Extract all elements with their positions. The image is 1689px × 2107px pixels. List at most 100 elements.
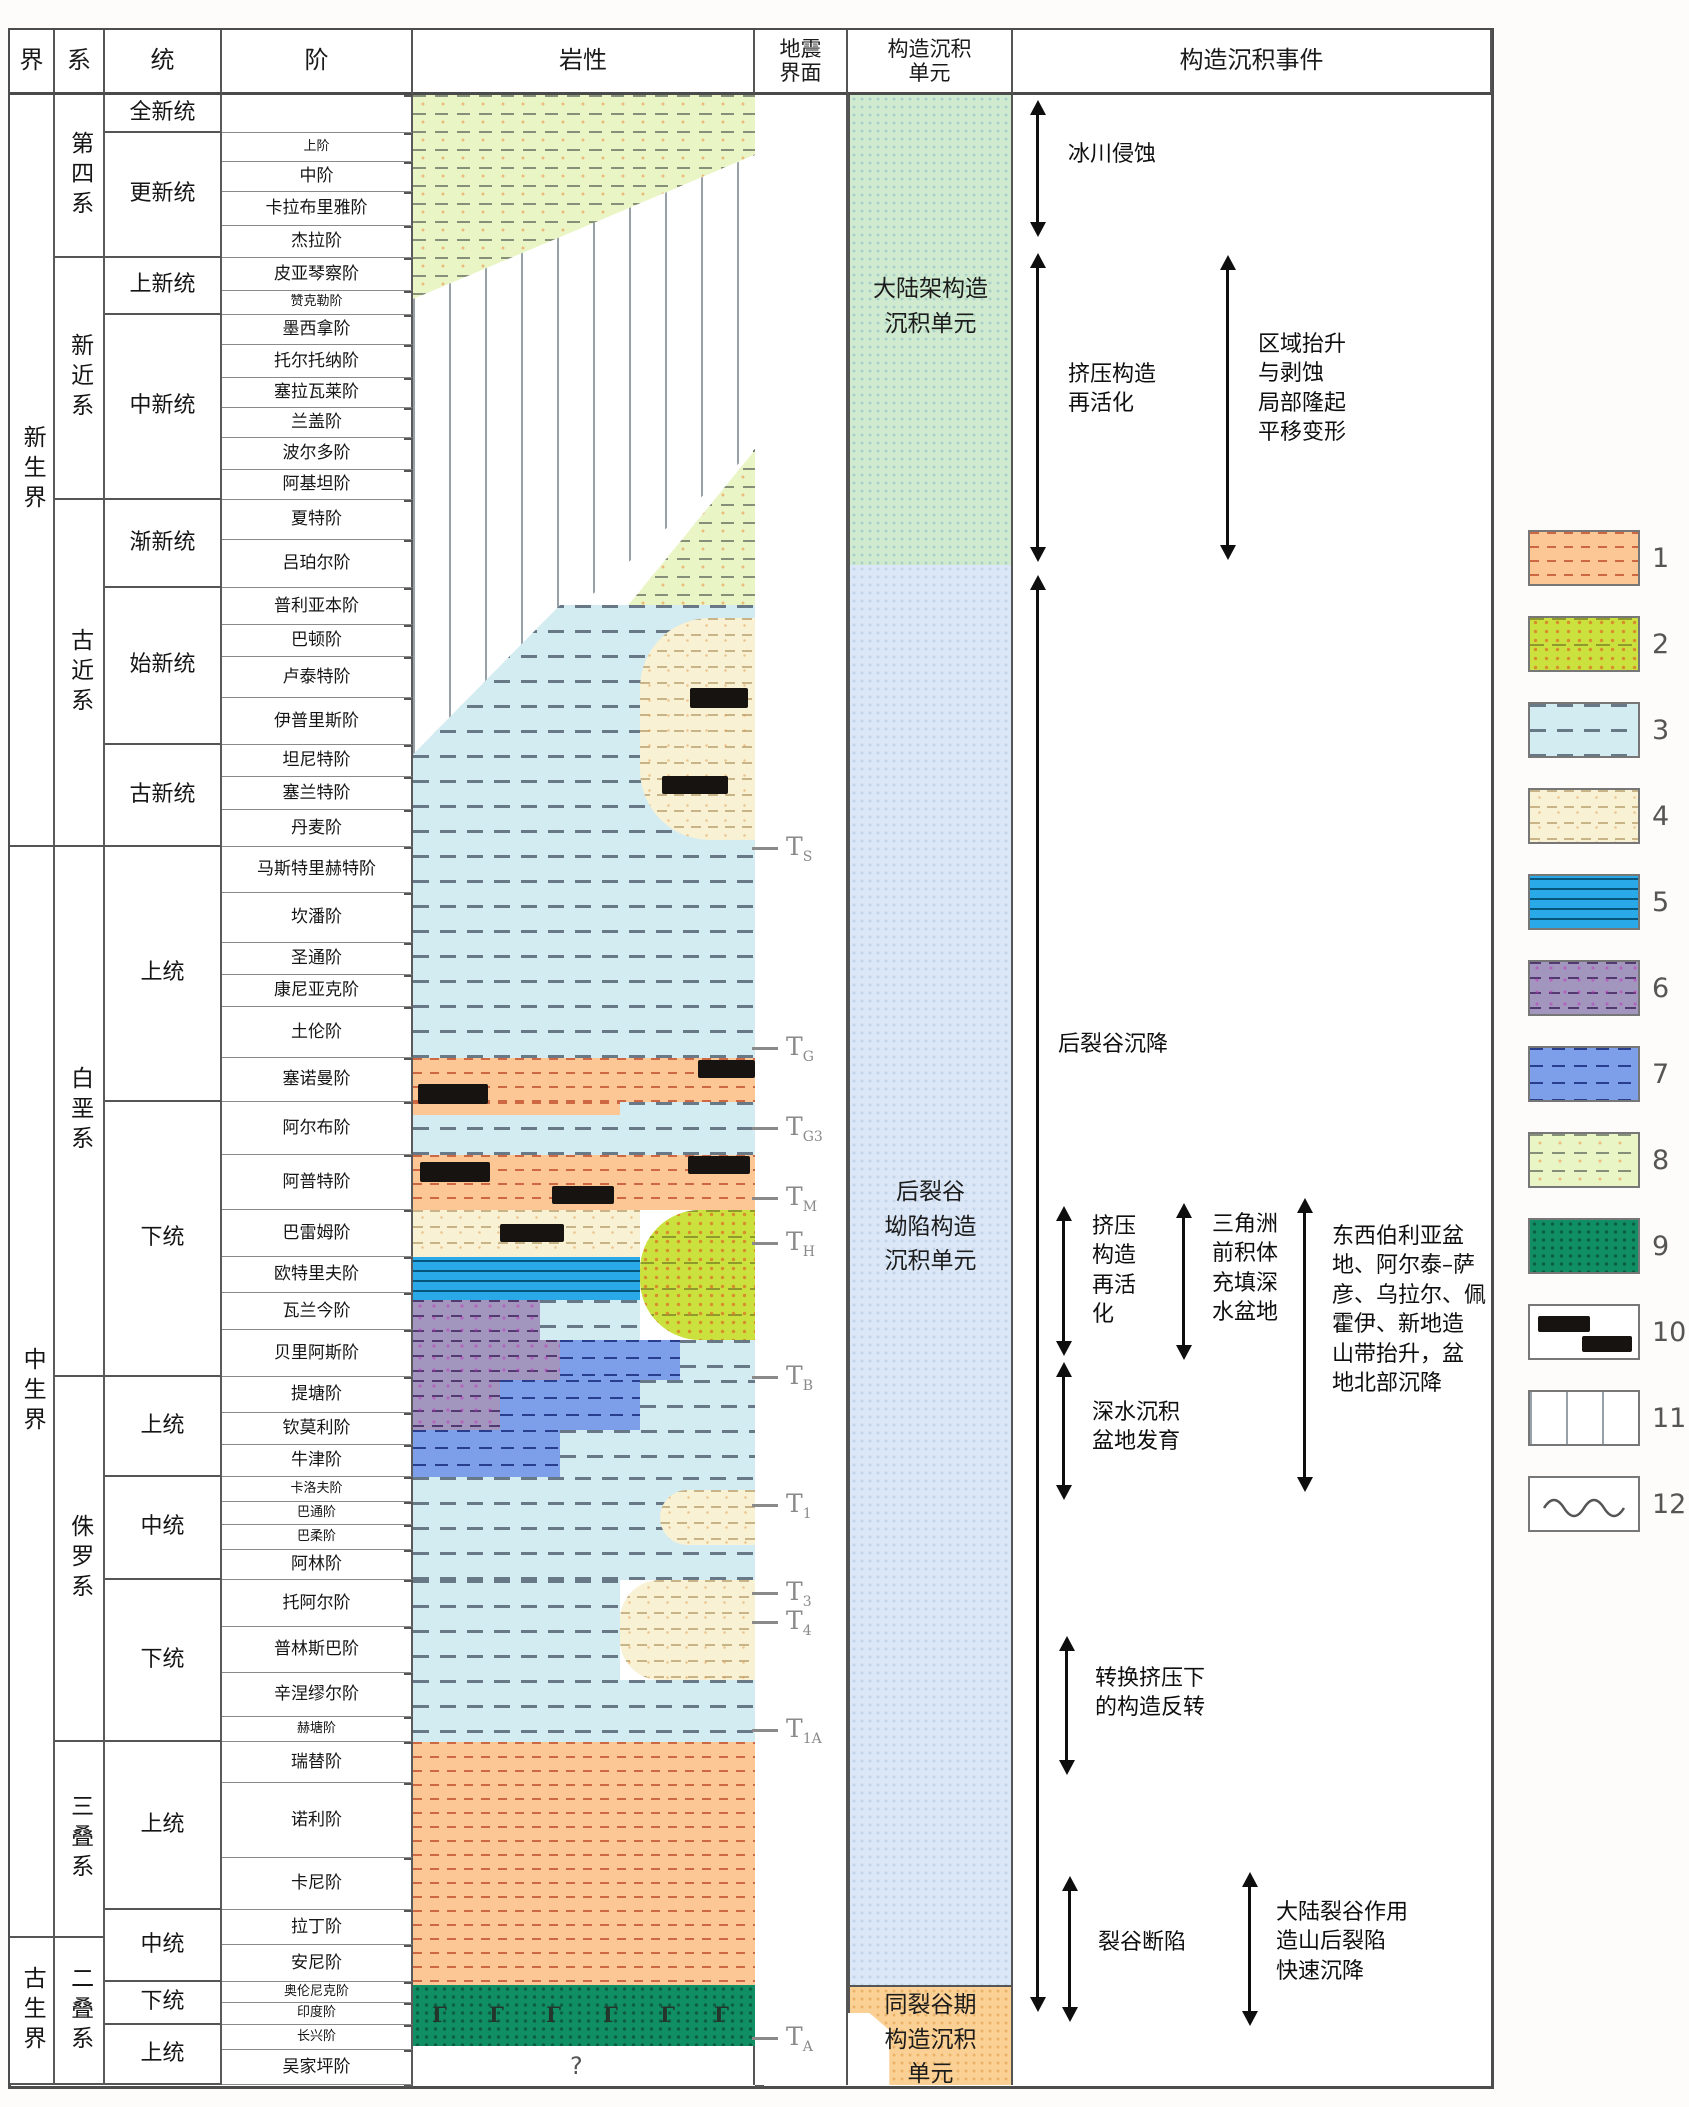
stage-cell: 阿基坦阶 bbox=[222, 470, 413, 500]
unconformity-wave-icon bbox=[1542, 1498, 1626, 1518]
coal-seam bbox=[662, 776, 728, 794]
stage-tick bbox=[404, 315, 413, 317]
event-label: 三角洲 前积体 充填深 水盆地 bbox=[1212, 1212, 1279, 1326]
legend-number: 4 bbox=[1652, 801, 1670, 832]
era-cell: 古生界 bbox=[10, 1938, 55, 2085]
stage-tick bbox=[404, 1155, 413, 1157]
coal-seam bbox=[1582, 1336, 1632, 1352]
stage-tick bbox=[404, 2003, 413, 2005]
series-cell: 下统 bbox=[105, 1982, 222, 2025]
system-cell: 三叠系 bbox=[55, 1742, 105, 1938]
volcanic-gamma-mark: Γ bbox=[660, 2002, 675, 2027]
system-cell: 第四系 bbox=[55, 95, 105, 258]
stage-tick bbox=[404, 2085, 413, 2087]
header-tectonic-unit: 构造沉积 单元 bbox=[848, 30, 1013, 95]
series-cell: 上统 bbox=[105, 2025, 222, 2085]
seismic-marker-label: T4 bbox=[786, 1606, 812, 1639]
stage-tick bbox=[404, 438, 413, 440]
stage-cell: 诺利阶 bbox=[222, 1783, 413, 1858]
legend-swatch bbox=[1528, 616, 1640, 672]
legend-swatch bbox=[1528, 788, 1640, 844]
stage-tick bbox=[404, 588, 413, 590]
tectonic-unit-box bbox=[848, 95, 1013, 565]
stage-tick bbox=[404, 500, 413, 502]
legend-number: 1 bbox=[1652, 543, 1670, 574]
lith-band bbox=[413, 1985, 755, 2046]
lith-band bbox=[413, 1580, 620, 1680]
stage-tick bbox=[404, 258, 413, 260]
lith-band bbox=[660, 1490, 755, 1545]
seismic-marker-label: T3 bbox=[786, 1577, 812, 1610]
stage-tick bbox=[404, 1673, 413, 1675]
stage-cell: 墨西拿阶 bbox=[222, 315, 413, 345]
seismic-marker-label: TM bbox=[786, 1182, 818, 1215]
seismic-marker-label: T1A bbox=[786, 1714, 822, 1747]
seismic-column bbox=[755, 95, 848, 2085]
stage-tick bbox=[404, 1982, 413, 1984]
event-label: 大陆裂谷作用 造山后裂陷 快速沉降 bbox=[1276, 1900, 1409, 1984]
stage-cell: 欧特里夫阶 bbox=[222, 1257, 413, 1293]
stage-cell bbox=[222, 95, 413, 133]
legend-swatch bbox=[1528, 1304, 1640, 1360]
stage-cell: 巴通阶 bbox=[222, 1502, 413, 1525]
stage-tick bbox=[404, 1293, 413, 1295]
stage-cell: 托阿尔阶 bbox=[222, 1580, 413, 1627]
event-arrow bbox=[1036, 115, 1039, 222]
stage-tick bbox=[404, 698, 413, 700]
event-label: 冰川侵蚀 bbox=[1068, 142, 1157, 167]
stage-cell: 坦尼特阶 bbox=[222, 745, 413, 777]
seismic-marker-label: TG bbox=[786, 1032, 814, 1065]
series-cell: 始新统 bbox=[105, 588, 222, 745]
seismic-marker-line bbox=[752, 1621, 778, 1624]
stage-cell: 阿普特阶 bbox=[222, 1155, 413, 1210]
stage-tick bbox=[404, 1007, 413, 1009]
stage-cell: 塞兰特阶 bbox=[222, 777, 413, 810]
event-arrow bbox=[1062, 1221, 1065, 1341]
stage-tick bbox=[404, 943, 413, 945]
series-cell: 下统 bbox=[105, 1580, 222, 1742]
volcanic-gamma-mark: Γ bbox=[714, 2002, 729, 2027]
stage-tick bbox=[404, 378, 413, 380]
stage-tick bbox=[404, 1525, 413, 1527]
stage-cell: 巴柔阶 bbox=[222, 1525, 413, 1550]
stage-cell: 辛涅缪尔阶 bbox=[222, 1673, 413, 1717]
legend-swatch bbox=[1528, 1390, 1640, 1446]
event-arrow bbox=[1226, 270, 1229, 545]
event-arrow bbox=[1068, 1891, 1071, 2007]
header-era: 界 bbox=[10, 30, 55, 95]
stage-tick bbox=[404, 1377, 413, 1379]
coal-seam bbox=[688, 1156, 750, 1174]
event-arrow bbox=[1036, 590, 1039, 1997]
stage-tick bbox=[404, 1717, 413, 1719]
stage-tick bbox=[404, 1627, 413, 1629]
stage-cell: 塞诺曼阶 bbox=[222, 1058, 413, 1102]
stage-cell: 安尼阶 bbox=[222, 1945, 413, 1982]
legend-number: 12 bbox=[1652, 1489, 1687, 1520]
legend-number: 10 bbox=[1652, 1317, 1687, 1348]
header-stage: 阶 bbox=[222, 30, 413, 95]
system-cell: 侏罗系 bbox=[55, 1377, 105, 1742]
stage-tick bbox=[404, 1102, 413, 1104]
stage-cell: 卡尼阶 bbox=[222, 1858, 413, 1910]
stage-tick bbox=[404, 291, 413, 293]
event-label: 区域抬升 与剥蚀 局部隆起 平移变形 bbox=[1258, 332, 1347, 446]
legend-swatch bbox=[1528, 1218, 1640, 1274]
stage-cell: 印度阶 bbox=[222, 2003, 413, 2025]
event-label: 深水沉积 盆地发育 bbox=[1092, 1400, 1181, 1455]
system-cell: 新近系 bbox=[55, 258, 105, 500]
seismic-marker-line bbox=[752, 1729, 778, 1732]
lith-band bbox=[413, 1680, 755, 1742]
stage-cell: 卡拉布里雅阶 bbox=[222, 192, 413, 226]
stage-tick bbox=[404, 1210, 413, 1212]
lith-band bbox=[560, 1430, 755, 1477]
seismic-marker-label: T1 bbox=[786, 1489, 812, 1522]
stage-cell: 拉丁阶 bbox=[222, 1910, 413, 1945]
lith-band bbox=[413, 1102, 620, 1115]
volcanic-gamma-mark: Γ bbox=[546, 2002, 561, 2027]
stage-cell: 卢泰特阶 bbox=[222, 657, 413, 698]
stage-tick bbox=[404, 162, 413, 164]
stage-tick bbox=[404, 1858, 413, 1860]
stage-cell: 康尼亚克阶 bbox=[222, 975, 413, 1007]
volcanic-gamma-mark: Γ bbox=[489, 2002, 504, 2027]
